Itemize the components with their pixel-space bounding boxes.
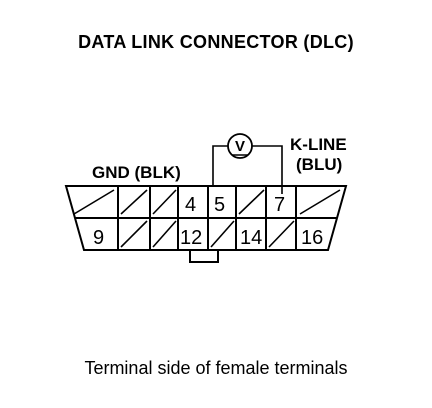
diagram-caption: Terminal side of female terminals	[84, 358, 348, 378]
pin-12-label: 12	[180, 227, 202, 249]
pin-7-label: 7	[274, 194, 285, 216]
pin-14-label: 14	[240, 227, 262, 249]
connector-lock-tab	[189, 250, 219, 263]
pin-5-label: 5	[214, 194, 225, 216]
pin-16-label: 16	[301, 227, 323, 249]
voltmeter-symbol: V	[235, 138, 245, 155]
gnd-label: GND (BLK)	[92, 163, 181, 182]
unused-cell-hatching	[73, 189, 341, 248]
kline-label: K-LINE	[290, 135, 347, 154]
probe-wire-pin7	[252, 145, 283, 194]
connector-cell-dividers	[117, 186, 297, 250]
connector-outline	[64, 185, 348, 251]
kline-wire-color-label: (BLU)	[296, 155, 342, 174]
pin-4-label: 4	[185, 194, 196, 216]
probe-wire-pin5	[212, 145, 228, 186]
diagram-title: DATA LINK CONNECTOR (DLC)	[78, 32, 354, 52]
pin-9-label: 9	[93, 227, 104, 249]
voltmeter-icon	[227, 133, 253, 159]
